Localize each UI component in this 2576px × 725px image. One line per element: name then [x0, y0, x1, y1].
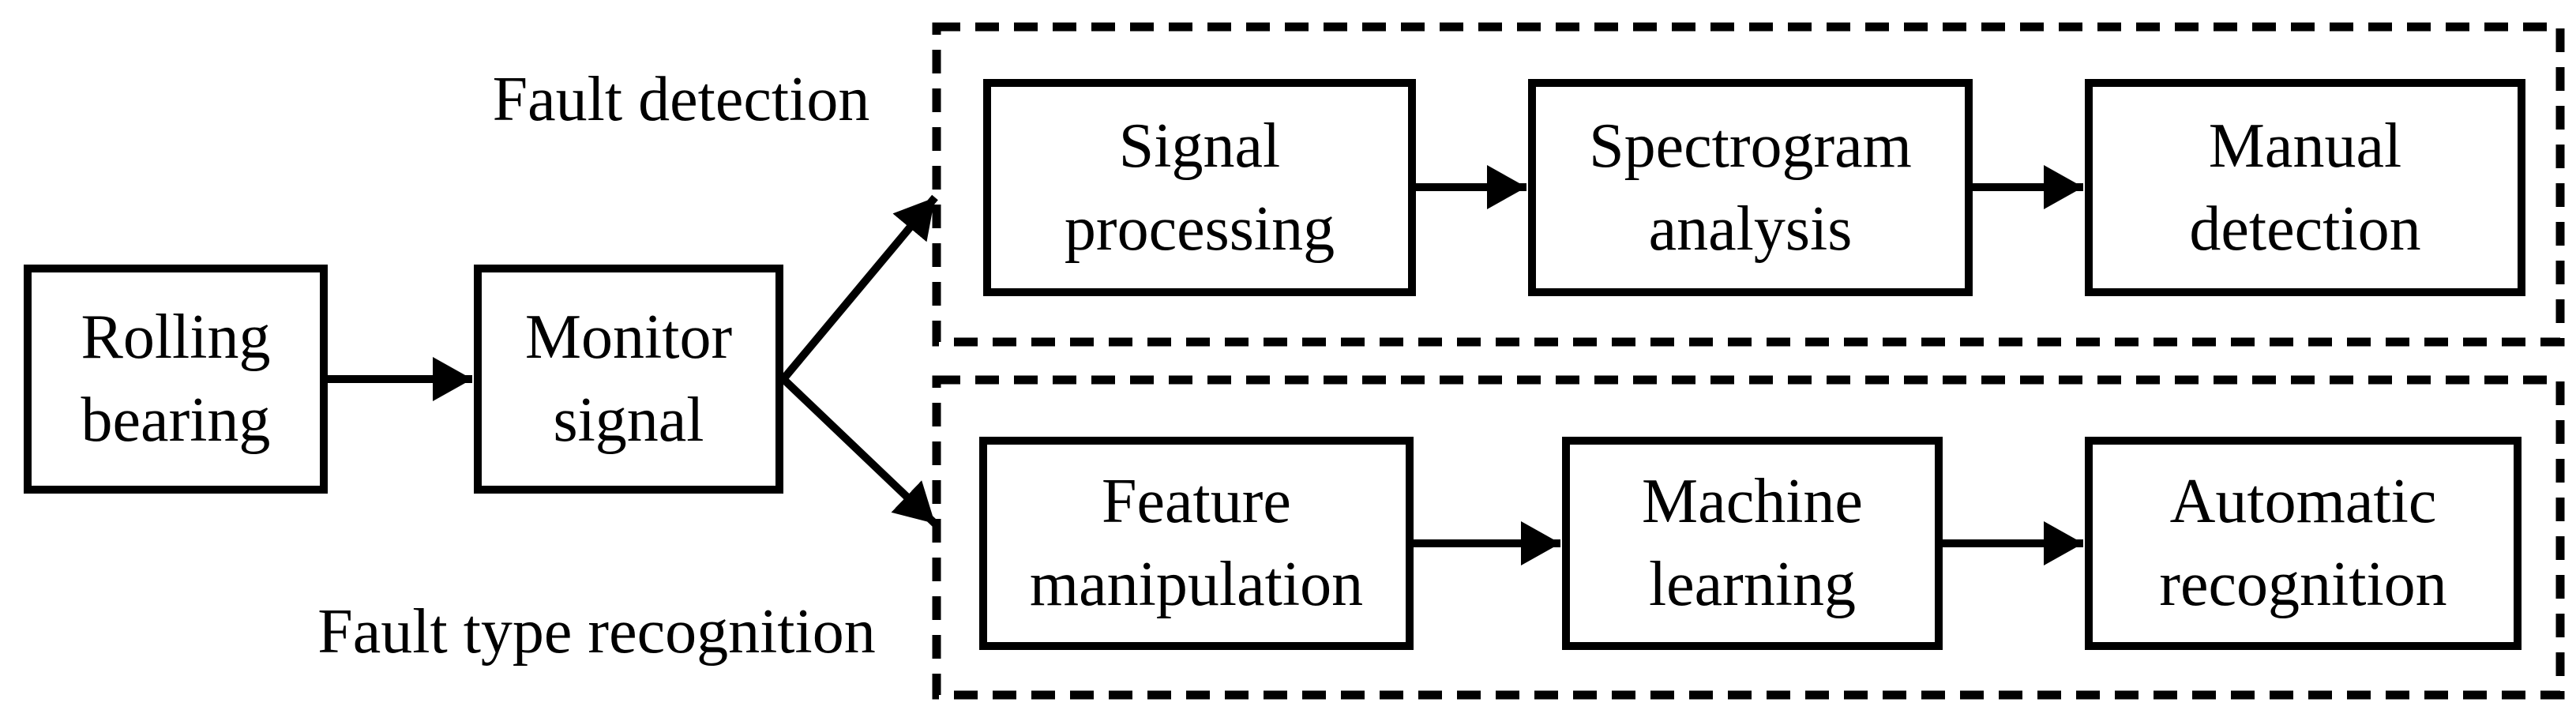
node-signal-processing: Signal processing [983, 79, 1416, 296]
arrow-monitor-to-fault-type-recognition [780, 376, 938, 527]
node-feature-manipulation: Feature manipulation [979, 437, 1414, 650]
node-monitor-signal: Monitor signal [474, 265, 783, 494]
arrow-monitor-to-fault-detection [780, 194, 938, 382]
branch-label-fault-detection: Fault detection [492, 65, 870, 134]
node-rolling-bearing: Rolling bearing [24, 265, 328, 494]
node-manual-detection: Manual detection [2085, 79, 2525, 296]
node-machine-learning: Machine learning [1562, 437, 1943, 650]
group-frame-fault-detection [932, 22, 2565, 347]
node-spectrogram-analysis: Spectrogram analysis [1528, 79, 1973, 296]
node-automatic-recognition: Automatic recognition [2085, 437, 2522, 650]
group-frame-fault-type-recognition [932, 375, 2565, 700]
branch-label-fault-type-recognition: Fault type recognition [317, 597, 876, 667]
